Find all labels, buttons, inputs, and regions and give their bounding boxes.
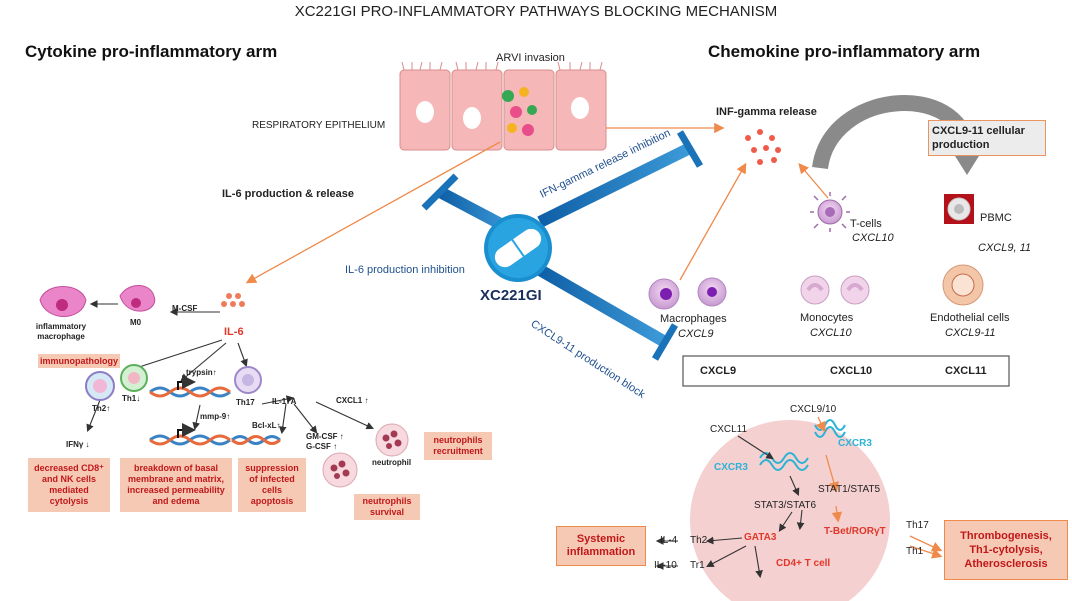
macrophages-chemokine: CXCL9 [678,328,714,340]
inhibition-bars [421,130,704,361]
tcells-chemokine: CXCL10 [852,232,894,244]
cxcl-row-box [682,355,1010,387]
pill-icon [484,214,552,282]
th1-label: Th1↓ [122,394,141,403]
arrow-tcell-ifn [798,163,829,199]
t-cell-icon [810,192,850,232]
respiratory-epithelium-label: RESPIRATORY EPITHELIUM [252,120,386,131]
cxcl910-label: CXCL9/10 [790,404,837,415]
immunopathology-box: immunopathology [38,354,120,368]
th1-cell-icon [120,364,148,392]
th17-out-label: Th17 [906,520,929,531]
dna-icons [149,375,281,446]
chemokine-arm-title: Chemokine pro-inflammatory arm [708,42,981,61]
il17a-label: IL-17A [272,397,297,406]
cd4-t-cell [690,420,890,601]
monocytes-label: Monocytes [800,312,854,324]
endothelial-label: Endothelial cells [930,312,1010,324]
page-title: XC221GI PRO-INFLAMMATORY PATHWAYS BLOCKI… [294,3,778,20]
stat36-label: STAT3/STAT6 [754,500,817,511]
macrophages-label: Macrophages [660,313,727,325]
tcell-orange-arrows [816,416,943,559]
tbet-label: T-Bet/RORγT [824,526,886,537]
th2-label: Th2↑ [92,404,111,413]
ifn-release-label: INF-gamma release [716,106,817,118]
il6-inhibition-label: IL-6 production inhibition [345,264,465,276]
basal-membrane-box: breakdown of basal membrane and matrix, … [120,458,232,512]
cxcl-cellular-production-box: CXCL9-11 cellular production [928,120,1046,156]
monocyte-icon [800,275,870,305]
th1-out-label: Th1 [906,546,924,557]
il10-label: IL-10 [654,560,677,571]
gmcsf-label: GM-CSF ↑ [306,432,344,441]
mmp9-label: mmp-9↑ [200,412,231,421]
neutrophil-label: neutrophil [372,458,412,467]
neutrophil-icons [322,423,409,488]
tcell-dark-arrows [655,435,805,579]
cxcl1-label: CXCL1 ↑ [336,396,369,405]
m0-label: M0 [130,318,142,327]
cxcl-row-item: CXCL11 [945,365,987,377]
pbmc-chemokine: CXCL9, 11 [978,242,1031,254]
cxcl11-label: CXCL11 [710,424,748,435]
respiratory-epithelium [399,61,607,151]
neutrophils-recruitment-box: neutrophils recruitment [424,432,492,460]
il4-label: IL-4 [660,535,678,546]
cytokine-arrows [86,300,374,435]
arrow-to-il6 [245,141,501,284]
cytokine-arm-title: Cytokine pro-inflammatory arm [25,42,278,61]
tr1-label: Tr1 [690,560,705,571]
arvi-invasion-label: ARVI invasion [496,52,565,64]
neutrophils-survival-box: neutrophils survival [354,494,420,520]
stat15-label: STAT1/STAT5 [818,484,881,495]
apoptosis-suppression-box: suppression of infected cells apoptosis [238,458,306,512]
decreased-cd8-box: decreased CD8⁺ and NK cells mediated cyt… [28,458,110,512]
m0-icon [119,285,156,312]
cxcl-row-item: CXCL10 [830,365,873,377]
inflammatory-macrophage-label: inflammatory macrophage [35,322,87,341]
gcsf-label: G-CSF ↑ [306,442,338,451]
ifny-label: IFNγ ↓ [66,440,90,449]
pbmc-icon [944,194,974,224]
th17-cell-icon [234,366,262,394]
endothelial-chemokine: CXCL9-11 [945,327,996,339]
th2-out-label: Th2 [690,535,708,546]
systemic-inflammation-box: Systemic inflammation [556,526,646,566]
drug-name: XC221GI [480,287,542,304]
il6-label: IL-6 [224,326,244,338]
cxcr3-label-right: CXCR3 [838,438,872,449]
tcells-label: T-cells [850,218,882,230]
il6-dots [221,293,245,307]
pbmc-label: PBMC [980,212,1012,224]
inflammatory-macrophage-icon [39,286,87,317]
cxcr3-label-left: CXCR3 [714,462,748,473]
endothelial-cell-icon [942,264,984,306]
cd4-label: CD4+ T cell [776,558,831,569]
th17-label: Th17 [236,398,255,407]
ifn-dots [745,129,781,165]
il6-production-label: IL-6 production & release [222,188,355,200]
arrow-macro-ifn [679,162,747,281]
monocytes-chemokine: CXCL10 [810,327,852,339]
trypsin-label: trypsin↑ [186,368,217,377]
cxcl-row-item: CXCL9 [700,365,737,377]
mcsf-label: M-CSF [172,304,198,313]
macrophage-icon [648,277,727,310]
thrombogenesis-box: Thrombogenesis, Th1-cytolysis, Atheroscl… [944,520,1068,580]
bclxl-label: Bcl-xL↑ [252,421,281,430]
gata3-label: GATA3 [744,532,777,543]
th2-cell-icon [85,371,115,401]
